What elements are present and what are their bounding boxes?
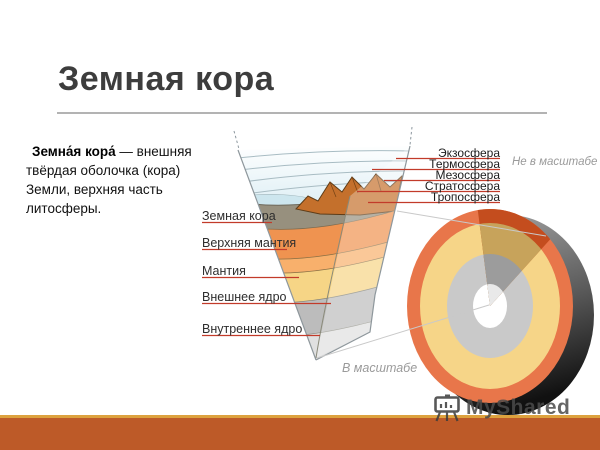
label-inner-core: Внутреннее ядро — [202, 322, 303, 336]
label-crust: Земная кора — [202, 209, 276, 223]
label-exosphere: Экзосфера — [438, 146, 500, 160]
label-thermosphere: Термосфера — [429, 157, 500, 171]
slide-title: Земная кора — [58, 60, 275, 98]
left-label-lines — [202, 221, 331, 337]
earth-disc-to-scale — [407, 209, 594, 415]
label-stratosphere: Стратосфера — [424, 179, 500, 193]
watermark-text: MyShared — [466, 396, 571, 419]
easel-icon — [434, 394, 460, 422]
title-underline — [57, 112, 547, 114]
definition-rest: — внешняя твёрдая оболочка (кора) Земли,… — [26, 144, 192, 216]
label-troposphere: Тропосфера — [430, 190, 500, 204]
label-outer-core: Внешнее ядро — [202, 290, 287, 304]
right-label-lines — [357, 157, 500, 204]
note-not-to-scale: Не в масштабе — [512, 156, 598, 168]
definition-text: Земна́я кора́ — внешняя твёрдая оболочка… — [26, 142, 222, 218]
mountains — [295, 173, 410, 216]
scale-connector-lines — [316, 210, 547, 359]
note-to-scale: В масштабе — [342, 361, 418, 375]
definition-term: Земна́я кора́ — [32, 144, 116, 159]
label-mantle: Мантия — [202, 264, 246, 278]
bottom-bar-accent — [0, 415, 600, 418]
cone-dashed-extensions — [233, 126, 413, 150]
myshared-watermark: MyShared — [432, 394, 570, 422]
cone-outline — [237, 145, 411, 361]
label-upper-mantle: Верхняя мантия — [202, 236, 297, 250]
label-mesosphere: Мезосфера — [435, 168, 500, 182]
bottom-bar — [0, 418, 600, 450]
cone-right-face-highlight — [316, 146, 410, 358]
cone-ridge-line — [315, 195, 351, 359]
